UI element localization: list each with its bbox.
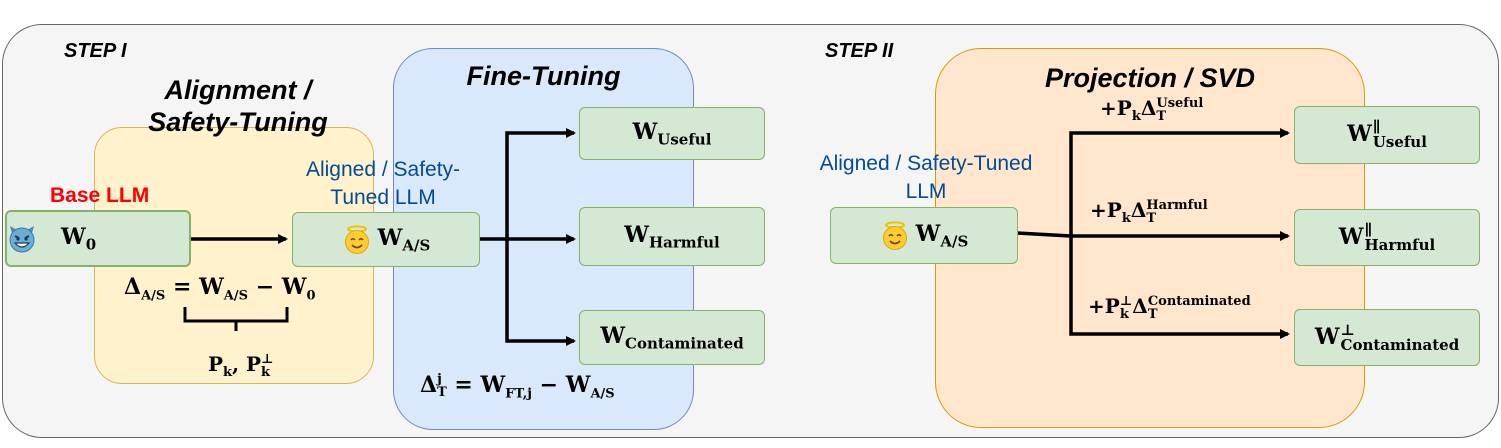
node-aligned-llm: WA/S [292, 212, 480, 267]
was-subscript: A/S [402, 236, 431, 255]
angel-face-icon [344, 224, 369, 254]
aligned-llm-label-2: Aligned / Safety-Tuned LLM [819, 152, 1033, 203]
contaminated-subscript: Contaminated [625, 334, 744, 353]
harmful-symbol: W [624, 221, 649, 248]
step-2-label: STEP II [825, 40, 894, 62]
step-1-label: STEP I [64, 40, 127, 62]
finetuning-title: Fine-Tuning [466, 61, 621, 91]
bracket [183, 307, 289, 331]
was2-subscript: A/S [940, 232, 969, 251]
was2-symbol: W [915, 220, 941, 247]
useful-subscript: Useful [657, 130, 712, 149]
node-contaminated: WContaminated [579, 310, 765, 365]
node-proj-harmful: W∥Harmful [1294, 209, 1480, 266]
eq-projectors: Pk, P⊥k [208, 351, 274, 380]
node-base-llm: W0 [5, 210, 191, 267]
p-contaminated-symbol: W [1314, 323, 1340, 350]
p-harmful-symbol: W [1338, 223, 1364, 250]
p-useful-superscript: ∥ [1372, 118, 1381, 136]
arrow-to-useful [480, 128, 576, 241]
was-symbol: W [377, 224, 403, 251]
p-harmful-superscript: ∥ [1364, 220, 1373, 239]
contaminated-symbol: W [600, 322, 626, 349]
harmful-subscript: Harmful [648, 233, 720, 252]
w0-subscript: 0 [85, 235, 97, 254]
p-contaminated-superscript: ⊥ [1340, 320, 1355, 339]
p-contaminated-subscript: Contaminated [1340, 335, 1460, 354]
eq-delta-as: ΔA/S = WA/S − W0 [124, 274, 316, 304]
projection-title: Projection / SVD [1044, 63, 1256, 93]
p-useful-subscript: Useful [1372, 133, 1427, 151]
node-harmful: WHarmful [579, 207, 765, 266]
arrow-proj-contaminated [1069, 236, 1290, 339]
w0-symbol: W [61, 223, 86, 250]
node-aligned-llm-2: WA/S [830, 207, 1018, 264]
alignment-title: Alignment / Safety-Tuning [148, 75, 328, 137]
angel-face-icon [882, 220, 907, 250]
node-proj-useful: W∥Useful [1294, 106, 1480, 164]
p-useful-symbol: W [1347, 121, 1372, 147]
node-useful: WUseful [579, 107, 765, 160]
node-proj-contaminated: W⊥Contaminated [1294, 309, 1480, 366]
devil-face-icon [9, 225, 35, 252]
base-llm-label: Base LLM [50, 184, 150, 207]
useful-symbol: W [632, 118, 658, 145]
arrow-proj-useful [1016, 128, 1290, 238]
arrow-to-contaminated [505, 239, 576, 346]
p-harmful-subscript: Harmful [1364, 235, 1436, 254]
aligned-llm-label-1: Aligned / Safety-Tuned LLM [305, 158, 461, 209]
